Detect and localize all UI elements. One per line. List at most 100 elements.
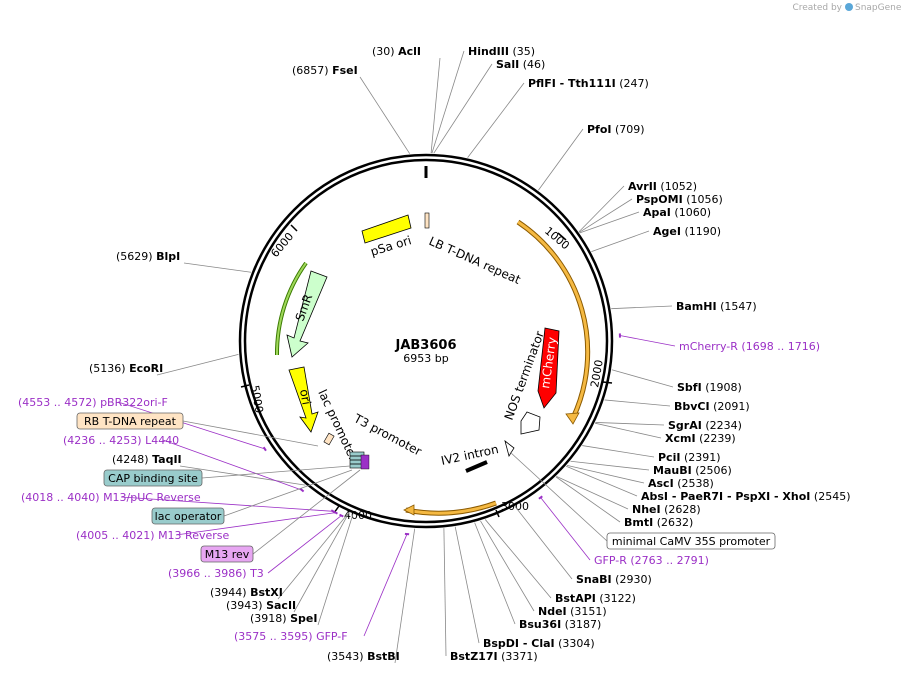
primer-label: (4236 .. 4253) L4440 bbox=[63, 434, 179, 447]
site-number: (3122) bbox=[599, 592, 636, 605]
primer-label: (4018 .. 4040) M13/pUC Reverse bbox=[21, 491, 201, 504]
primer-pbr322ori-f[interactable]: (4553 .. 4572) pBR322ori-F bbox=[18, 396, 267, 452]
primer-label: (3575 .. 3595) GFP-F bbox=[234, 630, 348, 643]
feature-mcherry[interactable]: mCherry bbox=[537, 327, 560, 409]
site-sacii[interactable]: (3943) SacII bbox=[226, 512, 350, 613]
site-sgrai[interactable]: SgrAI (2234) bbox=[595, 419, 742, 432]
feature-box bbox=[606, 532, 776, 550]
site-avrii[interactable]: AvrII (1052) bbox=[578, 180, 697, 233]
feature-lac-promoter[interactable]: lac promoter bbox=[315, 387, 360, 463]
site-label: Bsu36I (3187) bbox=[519, 618, 601, 631]
site-bsu36i[interactable]: Bsu36I (3187) bbox=[474, 522, 602, 631]
site-fsei[interactable]: (6857) FseI bbox=[292, 64, 411, 154]
site-bamhi[interactable]: BamHI (1547) bbox=[611, 300, 757, 313]
site-spei[interactable]: (3918) SpeI bbox=[250, 514, 354, 626]
site-agei[interactable]: AgeI (1190) bbox=[591, 225, 721, 252]
site-pcii[interactable]: PciI (2391) bbox=[582, 445, 721, 464]
site-name: BmtI bbox=[624, 516, 653, 529]
site-nhei[interactable]: NheI (2628) bbox=[556, 476, 701, 516]
primer-l4440[interactable]: (4236 .. 4253) L4440 bbox=[63, 434, 305, 493]
site-leader-line bbox=[179, 465, 306, 486]
site-name: ApaI bbox=[643, 206, 671, 219]
site-pflfi[interactable]: PflFI - Tth111I (247) bbox=[467, 77, 649, 158]
site-label: BstZ17I (3371) bbox=[450, 650, 538, 663]
site-number: (2391) bbox=[684, 451, 721, 464]
feature-iv2-intron[interactable]: IV2 intron bbox=[440, 439, 515, 473]
site-leader-line bbox=[317, 514, 354, 626]
site-ndei[interactable]: NdeI (3151) bbox=[480, 520, 607, 618]
site-number: (3371) bbox=[501, 650, 538, 663]
site-bstapi[interactable]: BstAPI (3122) bbox=[484, 519, 636, 605]
site-pspomi[interactable]: PspOMI (1056) bbox=[579, 193, 723, 233]
feature-label-ori: ori bbox=[297, 388, 313, 406]
site-name: BstZ17I bbox=[450, 650, 498, 663]
site-name: SalI bbox=[496, 58, 519, 71]
site-acli[interactable]: (30) AclI bbox=[372, 45, 441, 154]
site-label: AscI (2538) bbox=[648, 477, 714, 490]
primer-gfp-f[interactable]: (3575 .. 3595) GFP-F bbox=[234, 532, 410, 643]
feature-smr-arc[interactable] bbox=[274, 261, 308, 356]
primer-name: GFP-F bbox=[316, 630, 348, 643]
site-bstbi[interactable]: (3543) BstBI bbox=[327, 528, 416, 664]
site-leader-line bbox=[514, 506, 573, 580]
feature-label-lac-promoter: lac promoter bbox=[315, 387, 360, 463]
feature-psa-ori[interactable]: pSa ori bbox=[361, 214, 413, 259]
site-hindiii[interactable]: HindIII (35) bbox=[431, 45, 535, 154]
primer-gfp-r[interactable]: GFP-R (2763 .. 2791) bbox=[538, 495, 709, 567]
feature-lac-operator[interactable]: lac operator bbox=[151, 469, 353, 525]
site-name: AscI bbox=[648, 477, 674, 490]
site-snabi[interactable]: SnaBI (2930) bbox=[514, 506, 652, 586]
site-name: BstBI bbox=[367, 650, 400, 663]
site-leader-line bbox=[579, 198, 633, 233]
site-leader-line bbox=[467, 82, 525, 158]
feature-minimal-camv-35s-promoter[interactable]: minimal CaMV 35S promoter bbox=[509, 451, 776, 550]
site-bspdi[interactable]: BspDI - ClaI (3304) bbox=[454, 526, 595, 650]
site-bstz17i[interactable]: BstZ17I (3371) bbox=[443, 528, 538, 663]
site-xcmi[interactable]: XcmI (2239) bbox=[594, 422, 736, 445]
feature-ori[interactable]: ori bbox=[288, 366, 319, 433]
site-maubi[interactable]: MauBI (2506) bbox=[570, 460, 732, 477]
site-name: SgrAI bbox=[668, 419, 702, 432]
feature-box-label: CAP binding site bbox=[108, 472, 198, 485]
feature-cap-binding-site[interactable]: CAP binding site bbox=[103, 465, 351, 487]
site-blpi[interactable]: (5629) BlpI bbox=[116, 250, 252, 273]
site-leader-line bbox=[183, 262, 252, 273]
site-asci[interactable]: AscI (2538) bbox=[566, 464, 714, 490]
site-pfoi[interactable]: PfoI (709) bbox=[538, 123, 645, 191]
site-number: (2538) bbox=[677, 477, 714, 490]
site-bbvci[interactable]: BbvCI (2091) bbox=[604, 399, 750, 413]
snapgene-logo-icon bbox=[845, 3, 853, 11]
site-sbfi[interactable]: SbfI (1908) bbox=[611, 369, 742, 394]
primer-name: L4440 bbox=[145, 434, 179, 447]
feature-ampr-arc[interactable] bbox=[516, 219, 591, 425]
site-name: PfoI bbox=[587, 123, 612, 136]
site-number: (2506) bbox=[695, 464, 732, 477]
site-leader-line bbox=[570, 460, 650, 471]
site-leader-line bbox=[538, 128, 584, 191]
site-bstxi[interactable]: (3944) BstXI bbox=[210, 512, 350, 600]
feature-rb-t-dna-repeat[interactable]: RB T-DNA repeat bbox=[76, 412, 319, 447]
feature-smr[interactable]: SmR bbox=[286, 270, 328, 358]
site-sali[interactable]: SalI (46) bbox=[433, 58, 546, 154]
primer-label: (4005 .. 4021) M13 Reverse bbox=[76, 529, 229, 542]
feature-lb-t-dna-repeat[interactable]: LB T-DNA repeat bbox=[424, 212, 523, 287]
site-name: PflFI - Tth111I bbox=[528, 77, 616, 90]
site-absi[interactable]: AbsI - PaeR7I - PspXI - XhoI (2545) bbox=[566, 465, 850, 503]
feature-m13-rev[interactable]: M13 rev bbox=[200, 469, 361, 563]
site-number: (30) bbox=[372, 45, 395, 58]
site-apai[interactable]: ApaI (1060) bbox=[579, 206, 711, 234]
site-ecori[interactable]: (5136) EcoRI bbox=[89, 353, 239, 376]
primer-leader-line bbox=[120, 496, 334, 512]
site-taqii[interactable]: (4248) TaqII bbox=[112, 453, 306, 486]
site-label: ApaI (1060) bbox=[643, 206, 711, 219]
primers: mCherry-R (1698 .. 1716) GFP-R (2763 .. 2… bbox=[18, 333, 820, 643]
site-number: (46) bbox=[523, 58, 546, 71]
feature-t3-promoter[interactable]: T3 promoter bbox=[349, 411, 424, 470]
site-leader-line bbox=[582, 445, 655, 458]
site-label: SbfI (1908) bbox=[677, 381, 742, 394]
site-bmti[interactable]: BmtI (2632) bbox=[555, 476, 693, 529]
primer-t3[interactable]: (3966 .. 3986) T3 bbox=[168, 513, 344, 580]
primer-mcherry-r[interactable]: mCherry-R (1698 .. 1716) bbox=[618, 333, 820, 353]
feature-gfp-arc[interactable] bbox=[403, 500, 497, 516]
primer-m13-puc-reverse[interactable]: (4018 .. 4040) M13/pUC Reverse bbox=[21, 491, 336, 514]
